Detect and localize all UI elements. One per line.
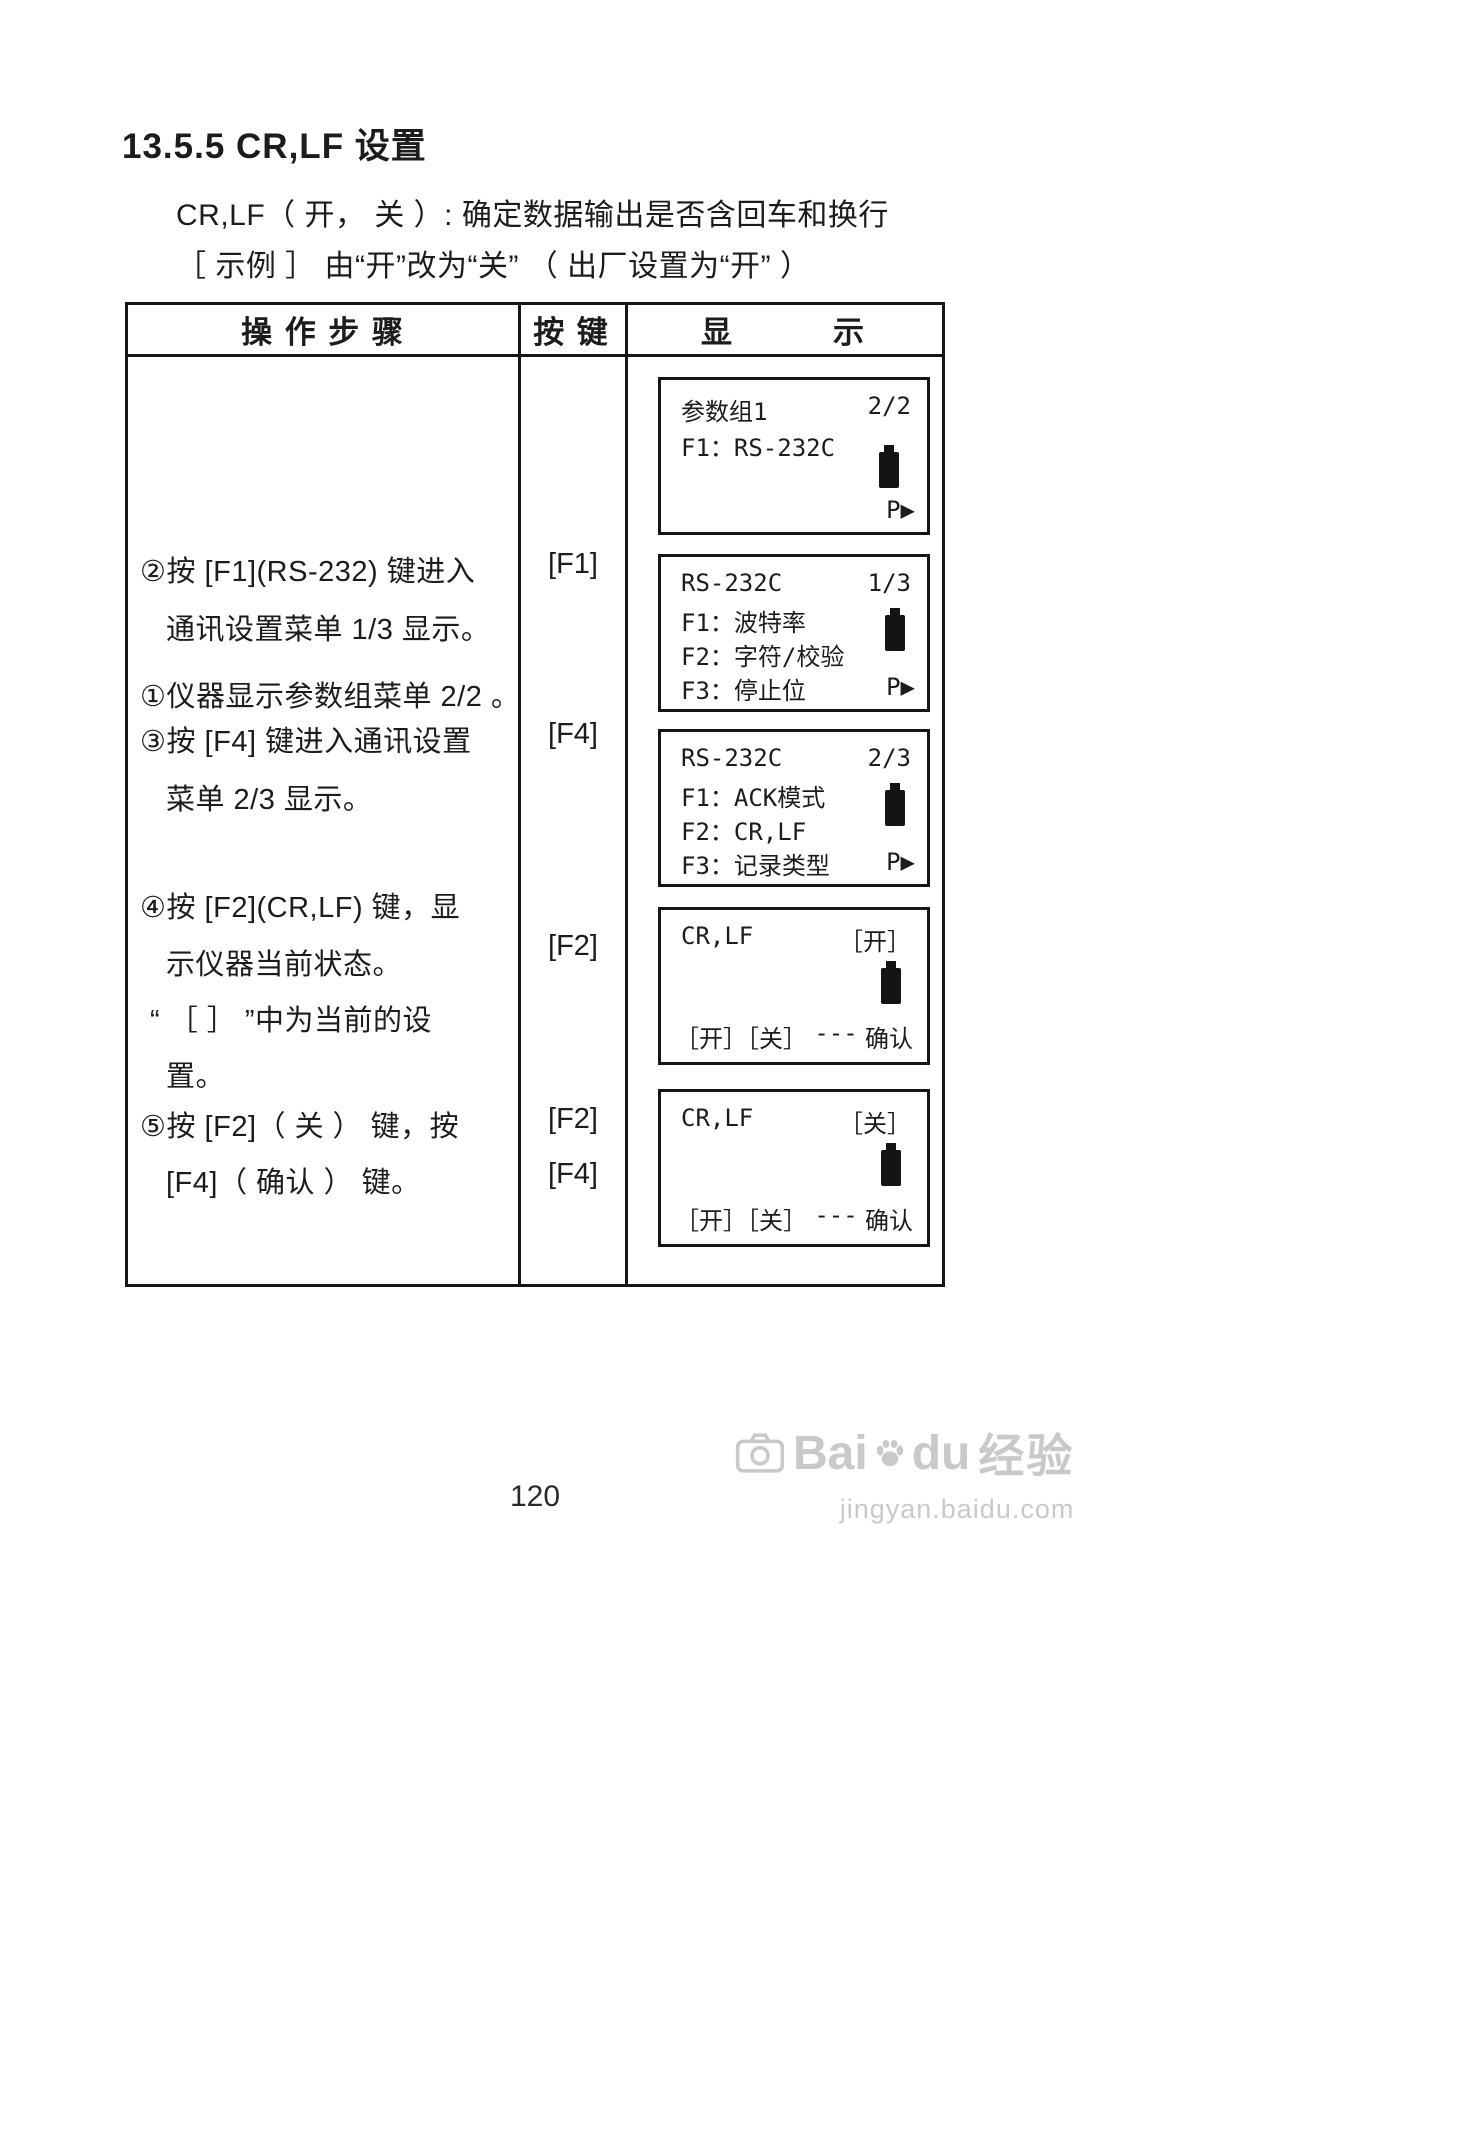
step-4-line-2: 示仪器当前状态。 [166, 949, 403, 981]
step-4-line-4: 置。 [166, 1061, 226, 1093]
step-4-line-1: ④按 [F2](CR,LF) 键，显 [140, 892, 461, 924]
display-5-header: CR,LF ［关］ [681, 1104, 911, 1139]
watermark-logo-row: Bai du 经验 [735, 1420, 1074, 1486]
display-screen-1: 参数组1 2/2 F1：RS-232C P▶ [658, 377, 930, 535]
softkey-blank: --- [814, 1201, 858, 1229]
display-1-line-1: F1：RS-232C [681, 434, 836, 462]
display-3-line-3: F3：记录类型 [681, 852, 830, 880]
softkey-options: ［开］［关］ [675, 1025, 807, 1053]
display-1-title: 参数组1 [681, 398, 768, 426]
table-header-row: 操 作 步 骤 按 键 显 示 [128, 305, 942, 357]
display-2-line-3: F3：停止位 [681, 677, 806, 705]
display-3-line-1: F1：ACK模式 [681, 784, 826, 812]
step-3-line-1: ③按 [F4] 键进入通讯设置 [140, 726, 472, 758]
key-f4-2: [F4] [548, 1158, 598, 1190]
display-screen-3: RS-232C 2/3 F1：ACK模式 F2：CR,LF F3：记录类型 P▶ [658, 729, 930, 887]
display-2-header: RS-232C 1/3 [681, 569, 911, 597]
next-page-indicator: P▶ [886, 673, 915, 701]
watermark-brand-du: du [911, 1426, 971, 1480]
display-3-header: RS-232C 2/3 [681, 744, 911, 772]
display-4-header: CR,LF ［开］ [681, 922, 911, 957]
page-number: 120 [509, 1480, 561, 1513]
intro-line-1: CR,LF（ 开， 关 ）: 确定数据输出是否含回车和换行 [176, 199, 889, 232]
display-screen-4: CR,LF ［开］ ［开］［关］ --- 确认 [658, 907, 930, 1065]
display-4-status: ［开］ [839, 928, 911, 956]
battery-icon [881, 1143, 901, 1186]
camera-icon [735, 1433, 785, 1473]
watermark: Bai du 经验 jingyan.baidu.com [735, 1420, 1074, 1525]
next-page-indicator: P▶ [886, 496, 915, 524]
section-title: 13.5.5 CR,LF 设置 [122, 127, 427, 166]
col-header-keys: 按 键 [533, 315, 610, 350]
display-3-title: RS-232C [681, 744, 783, 772]
column-divider-2 [625, 305, 628, 1284]
key-f1: [F1] [548, 548, 598, 580]
key-f2-2: [F2] [548, 1103, 598, 1135]
baidu-paw-icon [876, 1439, 903, 1467]
column-divider-1 [518, 305, 521, 1284]
display-2-line-2: F2：字符/校验 [681, 643, 845, 671]
step-4-line-3: “ ［ ］ ”中为当前的设 [150, 1005, 432, 1037]
display-4-softkey-row: ［开］［关］ --- 确认 [675, 1019, 913, 1054]
next-page-indicator: P▶ [886, 848, 915, 876]
operation-table: 操 作 步 骤 按 键 显 示 ①仪器显示参数组菜单 2/2 。 ②按 [F1]… [125, 302, 945, 1287]
step-5-line-2: [F4]（ 确认 ） 键。 [166, 1167, 421, 1199]
step-2-line-2: 通讯设置菜单 1/3 显示。 [166, 614, 491, 646]
watermark-suffix: 经验 [978, 1430, 1075, 1482]
watermark-url: jingyan.baidu.com [839, 1494, 1075, 1524]
step-5-line-1: ⑤按 [F2]（ 关 ） 键，按 [140, 1111, 460, 1143]
display-1-header: 参数组1 2/2 [681, 392, 911, 427]
watermark-brand-bai: Bai [793, 1426, 868, 1480]
col-header-display: 显 示 [701, 315, 866, 350]
softkey-confirm: 确认 [864, 1025, 913, 1053]
col-header-steps: 操 作 步 骤 [241, 315, 405, 350]
battery-icon [881, 961, 901, 1004]
step-2-line-1: ②按 [F1](RS-232) 键进入 [140, 556, 476, 588]
key-f4: [F4] [548, 718, 598, 750]
step-3-line-2: 菜单 2/3 显示。 [166, 784, 373, 816]
softkey-blank: --- [814, 1019, 858, 1047]
key-f2: [F2] [548, 930, 598, 962]
display-5-title: CR,LF [681, 1104, 754, 1132]
display-screen-5: CR,LF ［关］ ［开］［关］ --- 确认 [658, 1089, 930, 1247]
display-5-softkey-row: ［开］［关］ --- 确认 [675, 1201, 913, 1236]
softkey-options: ［开］［关］ [675, 1207, 807, 1235]
battery-icon [879, 445, 899, 488]
softkey-confirm: 确认 [864, 1207, 913, 1235]
display-2-title: RS-232C [681, 569, 783, 597]
display-4-title: CR,LF [681, 922, 754, 950]
battery-icon [885, 608, 905, 651]
intro-line-2: ［ 示例 ］ 由“开”改为“关” （ 出厂设置为“开” ） [176, 250, 811, 283]
display-2-page: 1/3 [867, 569, 911, 597]
battery-icon [885, 783, 905, 826]
display-1-page: 2/2 [867, 392, 911, 420]
display-3-line-2: F2：CR,LF [681, 818, 807, 846]
step-1-line-1: ①仪器显示参数组菜单 2/2 。 [140, 681, 521, 713]
display-3-page: 2/3 [867, 744, 911, 772]
display-screen-2: RS-232C 1/3 F1：波特率 F2：字符/校验 F3：停止位 P▶ [658, 554, 930, 712]
display-2-line-1: F1：波特率 [681, 609, 806, 637]
display-5-status: ［关］ [839, 1110, 911, 1138]
